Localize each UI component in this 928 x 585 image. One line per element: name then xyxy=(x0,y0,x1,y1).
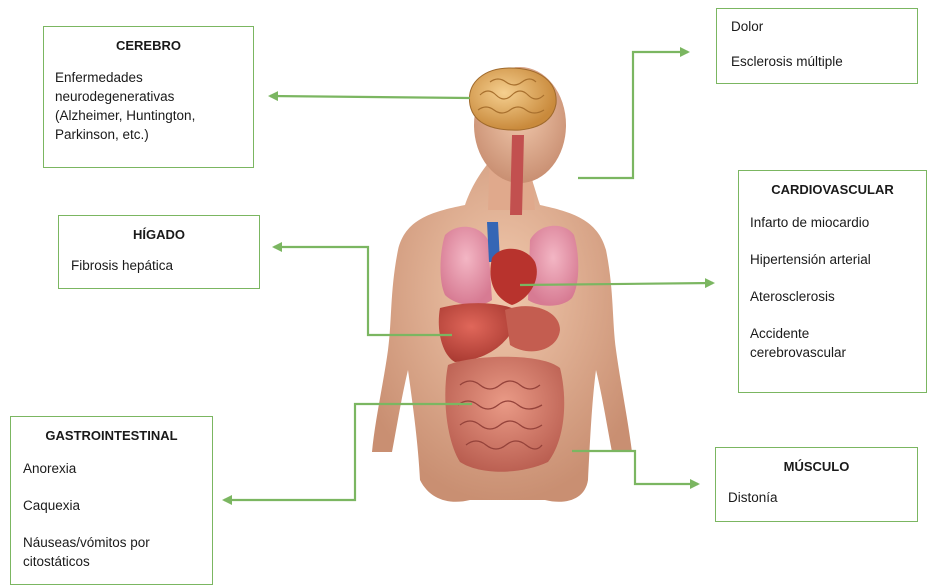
higado-item-0: Fibrosis hepática xyxy=(71,256,247,275)
dolor-item-0: Dolor xyxy=(731,17,903,36)
box-musculo: MÚSCULO Distonía xyxy=(715,447,918,522)
box-title-higado: HÍGADO xyxy=(71,225,247,244)
airway xyxy=(510,135,524,215)
box-dolor: Dolor Esclerosis múltiple xyxy=(716,8,918,84)
box-title-gastrointestinal: GASTROINTESTINAL xyxy=(23,426,200,445)
box-title-cardiovascular: CARDIOVASCULAR xyxy=(750,180,915,199)
box-cerebro: CEREBRO Enfermedades neurodegenerativas … xyxy=(43,26,254,168)
gastrointestinal-item-2: Náuseas/vómitos por citostáticos xyxy=(23,533,200,571)
cardiovascular-item-3: Accidente cerebrovascular xyxy=(750,324,915,362)
musculo-item-0: Distonía xyxy=(728,488,905,507)
dolor-item-1: Esclerosis múltiple xyxy=(731,52,903,71)
connector-dolor xyxy=(578,52,688,178)
box-cardiovascular: CARDIOVASCULAR Infarto de miocardio Hipe… xyxy=(738,170,927,393)
connector-cerebro xyxy=(270,96,470,98)
cardiovascular-item-1: Hipertensión arterial xyxy=(750,250,915,269)
cardiovascular-item-2: Aterosclerosis xyxy=(750,287,915,306)
box-higado: HÍGADO Fibrosis hepática xyxy=(58,215,260,289)
cerebro-item-0: Enfermedades neurodegenerativas (Alzheim… xyxy=(55,68,242,144)
box-gastrointestinal: GASTROINTESTINAL Anorexia Caquexia Náuse… xyxy=(10,416,213,585)
gastrointestinal-item-0: Anorexia xyxy=(23,459,200,478)
box-title-cerebro: CEREBRO xyxy=(55,36,242,55)
box-title-musculo: MÚSCULO xyxy=(728,457,905,476)
lung-left xyxy=(440,227,492,306)
gastrointestinal-item-1: Caquexia xyxy=(23,496,200,515)
connector-musculo xyxy=(572,451,698,484)
intestines xyxy=(445,357,564,472)
brain xyxy=(469,68,556,130)
cardiovascular-item-0: Infarto de miocardio xyxy=(750,213,915,232)
